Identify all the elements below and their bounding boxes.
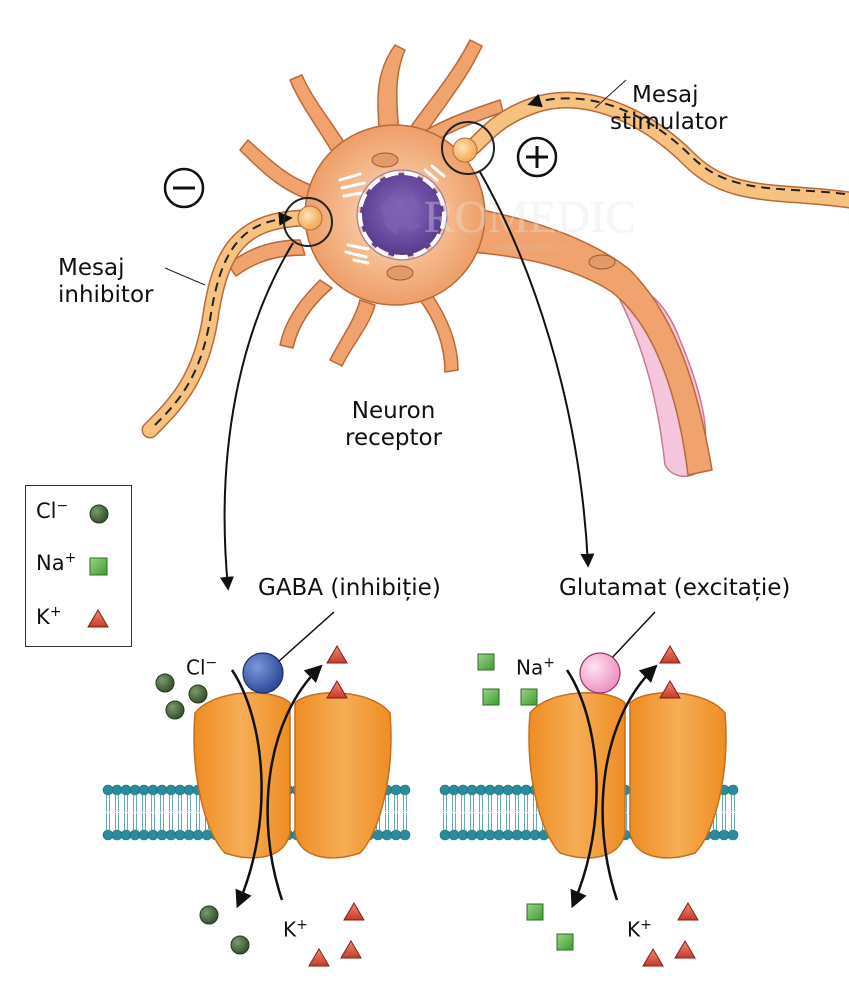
cl-ion	[199, 905, 219, 925]
k-ion	[674, 940, 696, 959]
neuron-label-line1: Neuron	[351, 398, 436, 424]
gaba-ligand	[242, 611, 335, 694]
k-label-left: K+	[283, 917, 308, 942]
na-label-right: Na+	[516, 655, 555, 680]
k-ion	[326, 680, 348, 699]
legend-item-k: K+	[36, 604, 62, 629]
ions	[155, 645, 699, 967]
stimulator-label-line2: stimulator	[610, 109, 728, 135]
stimulator-label-line1: Mesaj	[632, 82, 699, 108]
k-efflux-arrow-right	[601, 664, 658, 901]
na-ion	[482, 688, 500, 706]
inhibitory-axon	[141, 197, 333, 439]
na-ion	[526, 903, 544, 921]
k-ion	[659, 680, 681, 699]
mitochondria	[371, 152, 616, 281]
k-ion	[659, 645, 681, 664]
inhibitor-label-line2: inhibitor	[58, 282, 154, 308]
cl-label-left: Cl−	[186, 655, 218, 680]
excitatory-axon	[441, 79, 849, 209]
neuron-receptor-label: Neuron receptor	[345, 398, 442, 452]
cl-ion	[230, 935, 250, 955]
k-efflux-arrow-left	[266, 664, 323, 901]
cl-influx-arrow	[230, 669, 263, 909]
neuron-label-line2: receptor	[345, 425, 443, 451]
golgi	[338, 164, 446, 265]
nucleus	[356, 169, 448, 261]
stimulator-label: Mesaj stimulator	[610, 82, 727, 136]
cl-ion	[155, 673, 175, 693]
k-ion	[340, 940, 362, 959]
legend-item-na: Na+	[36, 550, 77, 575]
na-influx-arrow	[565, 669, 598, 909]
svg-text:www.romedic.ro: www.romedic.ro	[493, 242, 566, 253]
arrow-to-gaba	[219, 242, 294, 591]
legend-k-triangle-icon	[87, 609, 109, 628]
na-ion	[477, 653, 495, 671]
gaba-channel	[193, 692, 392, 859]
glutamat-label: Glutamat (excitație)	[559, 575, 791, 601]
k-ion	[308, 948, 330, 967]
k-label-right: K+	[627, 917, 652, 942]
k-ion	[326, 645, 348, 664]
legend-cl-circle-icon	[89, 504, 109, 524]
ion-legend: Cl− Na+ K+	[25, 485, 132, 647]
legend-item-cl: Cl−	[36, 498, 69, 523]
k-ion	[642, 948, 664, 967]
cl-ion	[188, 684, 208, 704]
glutamat-channel	[528, 692, 727, 859]
k-ion	[343, 902, 365, 921]
legend-na-square-icon	[89, 557, 108, 576]
minus-sign-icon	[163, 167, 205, 209]
inhibitor-label-line1: Mesaj	[58, 255, 125, 281]
arrow-to-glutamat	[479, 171, 595, 568]
na-ion	[556, 933, 574, 951]
k-ion	[677, 902, 699, 921]
glutamat-ligand	[579, 611, 656, 694]
svg-text:ROMEDIC: ROMEDIC	[424, 191, 636, 242]
cl-ion	[165, 700, 185, 720]
gaba-label: GABA (inhibiție)	[258, 575, 441, 601]
watermark: ROMEDIC www.romedic.ro	[424, 191, 637, 253]
plus-sign-icon	[516, 136, 558, 178]
na-ion	[520, 688, 538, 706]
inhibitor-label: Mesaj inhibitor	[58, 255, 153, 309]
